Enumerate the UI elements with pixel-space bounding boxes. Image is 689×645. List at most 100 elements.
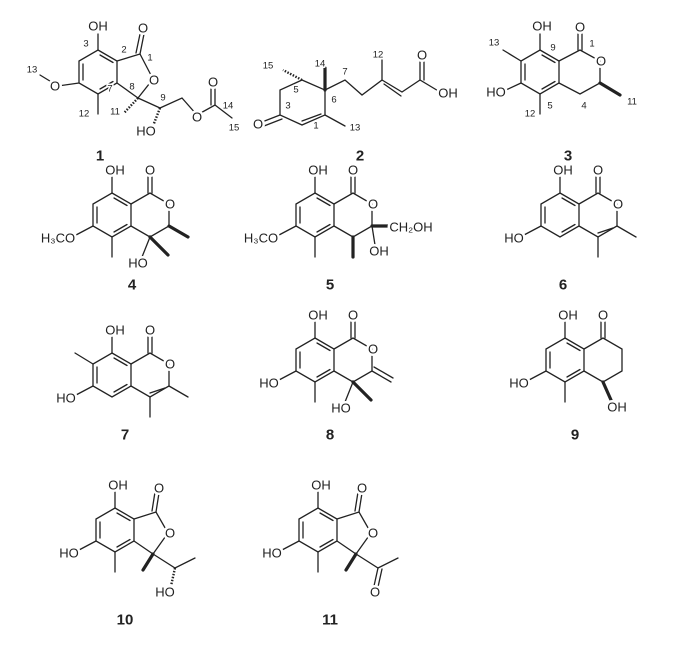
- benzene-ring: [92, 192, 132, 238]
- compound-4: OH O O H₃CO HO 4: [38, 160, 190, 294]
- compound-1: OH O O O HO O O 3 2 1 7 8 9 11 12 13 14 …: [25, 16, 241, 165]
- benzene-ring: [545, 337, 585, 383]
- atom-number: 1: [313, 121, 318, 132]
- compound-3: OH O O HO 13 9 1 5 12 4 11 3: [484, 16, 639, 165]
- atom-label: OH: [105, 323, 125, 338]
- atom-number: 4: [581, 101, 586, 112]
- atom-label: O: [165, 526, 175, 541]
- compound-number: 1: [96, 148, 104, 165]
- atom-label: HO: [128, 256, 148, 271]
- compound-11: OH O O HO O 11: [260, 475, 399, 629]
- atom-label: O: [370, 585, 380, 600]
- atom-number: 15: [229, 123, 240, 134]
- atom-label: OH: [108, 478, 128, 493]
- atom-number: 14: [223, 101, 234, 112]
- atom-number: 6: [331, 95, 336, 106]
- benzene-ring: [295, 337, 335, 383]
- atom-label: O: [357, 481, 367, 496]
- atom-number: 7: [107, 84, 112, 95]
- atom-label: OH: [607, 400, 627, 415]
- compound-7: OH O O HO 7: [54, 320, 189, 444]
- atom-label: H₃CO: [244, 231, 278, 246]
- atom-label: O: [596, 54, 606, 69]
- atom-label: HO: [136, 124, 156, 139]
- atom-number: 5: [547, 101, 552, 112]
- compound-number: 5: [326, 277, 334, 294]
- benzene-ring: [298, 507, 338, 553]
- compound-2: O O OH 15 5 3 14 6 7 12 1 13 2: [250, 45, 460, 165]
- atom-label: HO: [59, 546, 79, 561]
- atom-label: OH: [308, 163, 328, 178]
- atom-label: O: [613, 197, 623, 212]
- atom-label: O: [368, 197, 378, 212]
- atom-number: 1: [147, 53, 152, 64]
- compound-number: 9: [571, 427, 579, 444]
- atom-number: 13: [350, 123, 361, 134]
- atom-label: OH: [311, 478, 331, 493]
- atom-label: OH: [532, 19, 552, 34]
- compound-number: 3: [564, 148, 572, 165]
- atom-label: O: [145, 163, 155, 178]
- benzene-ring: [295, 192, 335, 238]
- atom-label: HO: [331, 401, 351, 416]
- atom-number: 12: [79, 109, 90, 120]
- benzene-ring: [95, 507, 135, 553]
- atom-label: HO: [262, 546, 282, 561]
- atom-label: O: [208, 75, 218, 90]
- atom-label: H₃CO: [41, 231, 75, 246]
- atom-label: HO: [504, 231, 524, 246]
- compound-number: 2: [356, 148, 364, 165]
- atom-label: O: [348, 163, 358, 178]
- benzene-ring: [92, 352, 132, 398]
- atom-label: O: [368, 526, 378, 541]
- atom-label: O: [192, 110, 202, 125]
- atom-label: O: [417, 48, 427, 63]
- atom-label: OH: [558, 308, 578, 323]
- atom-label: O: [154, 481, 164, 496]
- atom-label: O: [598, 308, 608, 323]
- atom-number: 9: [550, 43, 555, 54]
- atom-label: O: [575, 20, 585, 35]
- compound-number: 10: [117, 612, 134, 629]
- atom-label: OH: [105, 163, 125, 178]
- benzene-ring: [540, 192, 580, 238]
- atom-label: OH: [369, 244, 389, 259]
- atom-label: HO: [509, 376, 529, 391]
- atom-label: O: [50, 79, 60, 94]
- atom-number: 2: [121, 45, 126, 56]
- atom-label: O: [165, 357, 175, 372]
- atom-label: O: [165, 197, 175, 212]
- atom-label: O: [368, 342, 378, 357]
- atom-number: 3: [285, 101, 290, 112]
- atom-number: 11: [627, 97, 637, 108]
- compound-9: OH O HO OH 9: [507, 305, 630, 444]
- atom-label: HO: [56, 391, 76, 406]
- atom-label: O: [253, 117, 263, 132]
- atom-label: O: [145, 323, 155, 338]
- compound-number: 8: [326, 427, 334, 444]
- compound-number: 7: [121, 427, 129, 444]
- atom-number: 9: [160, 93, 165, 104]
- atom-label: OH: [88, 19, 108, 34]
- atom-label: HO: [486, 85, 506, 100]
- atom-number: 7: [342, 67, 347, 78]
- atom-number: 12: [373, 50, 384, 61]
- atom-number: 12: [525, 109, 536, 120]
- atom-number: 11: [110, 107, 120, 118]
- atom-number: 1: [589, 39, 594, 50]
- atom-label: OH: [553, 163, 573, 178]
- atom-label: HO: [155, 585, 175, 600]
- compound-10: OH O O HO HO 10: [57, 475, 196, 629]
- compound-number: 6: [559, 277, 567, 294]
- compound-number: 11: [322, 612, 338, 629]
- atom-label: O: [348, 308, 358, 323]
- atom-number: 13: [27, 65, 38, 76]
- atom-label: HO: [259, 376, 279, 391]
- atom-label: OH: [308, 308, 328, 323]
- compound-number: 4: [128, 277, 137, 294]
- atom-label: O: [138, 21, 148, 36]
- atom-number: 14: [315, 59, 326, 70]
- atom-label: OH: [438, 86, 458, 101]
- compound-6: OH O O HO 6: [502, 160, 637, 294]
